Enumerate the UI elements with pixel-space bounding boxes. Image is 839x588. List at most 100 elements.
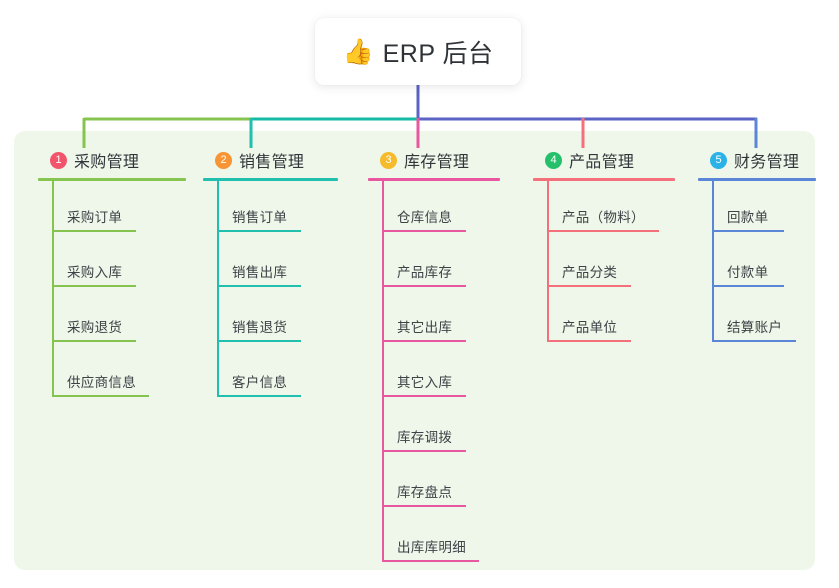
- tree-item[interactable]: 产品库存: [368, 236, 500, 291]
- root-node[interactable]: 👍 ERP 后台: [315, 18, 521, 85]
- column-title-3: 库存管理: [404, 154, 470, 171]
- column-title-4: 产品管理: [569, 154, 635, 171]
- tree-item-label: 采购订单: [67, 210, 123, 225]
- column-header-rule-2: [203, 178, 338, 181]
- tree-item-rule: [382, 450, 466, 452]
- tree-item[interactable]: 销售退货: [203, 291, 338, 346]
- column-header-rule-1: [38, 178, 186, 181]
- column-title-5: 财务管理: [734, 154, 800, 171]
- tree-item-label: 出库库明细: [397, 540, 466, 555]
- tree-item[interactable]: 回款单: [698, 181, 816, 236]
- tree-item-label: 销售订单: [232, 210, 288, 225]
- column-header-rule-4: [533, 178, 675, 181]
- tree-item[interactable]: 库存盘点: [368, 456, 500, 511]
- tree-item[interactable]: 仓库信息: [368, 181, 500, 236]
- tree-item-rule: [547, 230, 659, 232]
- column-spine-1: [52, 181, 54, 397]
- column-badge-5: 5: [710, 151, 727, 169]
- tree-item-label: 采购退货: [67, 320, 123, 335]
- tree-item-rule: [52, 230, 136, 232]
- tree-item-rule: [547, 340, 631, 342]
- tree-item-rule: [52, 340, 136, 342]
- tree-item-label: 付款单: [727, 265, 769, 280]
- tree-item-rule: [382, 560, 479, 562]
- column-header-4[interactable]: 4 产品管理: [533, 148, 675, 172]
- column-items-1: 采购订单采购入库采购退货供应商信息: [38, 181, 186, 401]
- tree-item-rule: [382, 505, 466, 507]
- column-3: 3 库存管理仓库信息产品库存其它出库其它入库库存调拨库存盘点出库库明细: [368, 148, 500, 566]
- column-spine-2: [217, 181, 219, 397]
- tree-item-rule: [382, 230, 466, 232]
- tree-item[interactable]: 产品单位: [533, 291, 675, 346]
- column-badge-4: 4: [545, 151, 562, 169]
- tree-item[interactable]: 其它入库: [368, 346, 500, 401]
- tree-item-label: 供应商信息: [67, 375, 136, 390]
- tree-item-label: 产品（物料）: [562, 210, 645, 225]
- tree-item-label: 产品分类: [562, 265, 618, 280]
- tree-item-rule: [217, 340, 301, 342]
- tree-item-rule: [52, 285, 136, 287]
- tree-item-label: 产品库存: [397, 265, 453, 280]
- tree-item[interactable]: 结算账户: [698, 291, 816, 346]
- column-header-5[interactable]: 5 财务管理: [698, 148, 816, 172]
- column-spine-4: [547, 181, 549, 342]
- column-items-4: 产品（物料） 产品分类产品单位: [533, 181, 675, 346]
- column-1: 1 采购管理采购订单采购入库采购退货供应商信息: [38, 148, 186, 401]
- tree-item-rule: [382, 395, 466, 397]
- column-items-5: 回款单付款单结算账户: [698, 181, 816, 346]
- tree-item-label: 库存调拨: [397, 430, 453, 445]
- tree-item[interactable]: 采购退货: [38, 291, 186, 346]
- tree-item-rule: [217, 230, 301, 232]
- column-spine-5: [712, 181, 714, 342]
- diagram-panel: [14, 131, 815, 570]
- column-header-rule-5: [698, 178, 816, 181]
- column-badge-3: 3: [380, 151, 397, 169]
- tree-item-rule: [382, 285, 466, 287]
- tree-item-rule: [712, 340, 796, 342]
- tree-item-label: 其它入库: [397, 375, 453, 390]
- column-title-1: 采购管理: [74, 154, 140, 171]
- tree-item[interactable]: 采购订单: [38, 181, 186, 236]
- tree-item-label: 产品单位: [562, 320, 618, 335]
- tree-item-label: 销售出库: [232, 265, 288, 280]
- tree-item[interactable]: 销售出库: [203, 236, 338, 291]
- root-node-content: 👍 ERP 后台: [342, 34, 493, 70]
- tree-item[interactable]: 其它出库: [368, 291, 500, 346]
- tree-item-rule: [712, 230, 784, 232]
- tree-item[interactable]: 销售订单: [203, 181, 338, 236]
- column-4: 4 产品管理产品（物料） 产品分类产品单位: [533, 148, 675, 346]
- tree-item[interactable]: 库存调拨: [368, 401, 500, 456]
- column-header-1[interactable]: 1 采购管理: [38, 148, 186, 172]
- column-items-2: 销售订单销售出库销售退货客户信息: [203, 181, 338, 401]
- tree-item-rule: [52, 395, 149, 397]
- column-badge-1: 1: [50, 151, 67, 169]
- root-node-title: ERP 后台: [382, 39, 494, 68]
- tree-item-label: 库存盘点: [397, 485, 453, 500]
- tree-item[interactable]: 产品分类: [533, 236, 675, 291]
- tree-item[interactable]: 产品（物料）: [533, 181, 675, 236]
- column-header-rule-3: [368, 178, 500, 181]
- tree-item-rule: [382, 340, 466, 342]
- column-items-3: 仓库信息产品库存其它出库其它入库库存调拨库存盘点出库库明细: [368, 181, 500, 566]
- column-spine-3: [382, 181, 384, 562]
- tree-item-label: 其它出库: [397, 320, 453, 335]
- tree-item[interactable]: 出库库明细: [368, 511, 500, 566]
- tree-item[interactable]: 供应商信息: [38, 346, 186, 401]
- tree-item-label: 客户信息: [232, 375, 288, 390]
- tree-item-label: 采购入库: [67, 265, 123, 280]
- tree-item-label: 仓库信息: [397, 210, 453, 225]
- tree-item-label: 结算账户: [727, 320, 783, 335]
- tree-item-rule: [217, 285, 301, 287]
- column-title-2: 销售管理: [239, 154, 305, 171]
- tree-item-rule: [547, 285, 631, 287]
- tree-item[interactable]: 客户信息: [203, 346, 338, 401]
- tree-item[interactable]: 付款单: [698, 236, 816, 291]
- tree-item-rule: [712, 285, 784, 287]
- column-header-3[interactable]: 3 库存管理: [368, 148, 500, 172]
- tree-item-rule: [217, 395, 301, 397]
- column-5: 5 财务管理回款单付款单结算账户: [698, 148, 816, 346]
- tree-item[interactable]: 采购入库: [38, 236, 186, 291]
